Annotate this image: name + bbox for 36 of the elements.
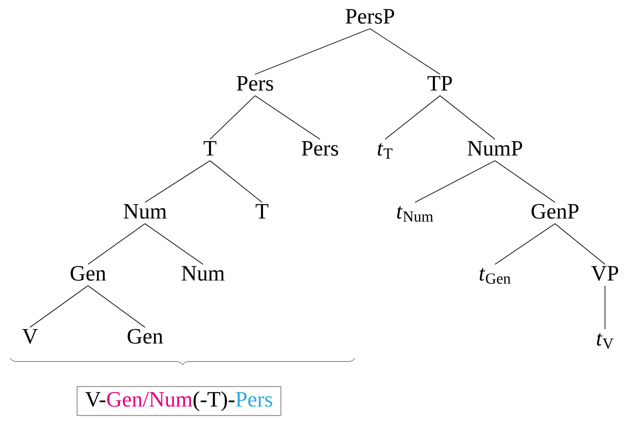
tree-label: Num [182,266,225,281]
branch-line [254,95,320,140]
tree-label: t$_{V}$ [596,333,614,349]
tree-label: Pers [236,76,274,91]
tree-label: Num [124,204,167,219]
tree-label: T [256,204,268,218]
tree-label: V [22,329,38,344]
branch-line [210,95,256,140]
tree-label: t$_{Num}$ [397,206,434,222]
branch-line [144,160,210,203]
branch-line [604,285,606,330]
branch-line [144,223,204,265]
branch-line [88,223,146,265]
branch-line [254,28,370,75]
tree-label: Gen [128,329,163,344]
tree-label: Pers [302,141,338,156]
branch-line [494,223,556,265]
tree-label: PersP [346,9,394,24]
branch-line [494,160,556,203]
tree-label: VP [591,266,618,281]
branch-line [554,223,606,265]
tree-label: GenP [532,204,578,219]
branch-line [210,160,262,203]
result-box: V-Gen/Num(-T)-Pers [76,386,282,416]
branch-line [384,95,440,140]
tree-label: NumP [468,141,522,156]
branch-line [414,160,496,203]
branch-line [440,95,496,140]
tree-label: T [204,141,216,156]
branch-line [30,285,88,328]
branch-line [88,285,146,328]
branch-line [370,28,440,75]
tree-label: t$_{T}$ [378,143,392,159]
tree-label: Gen [70,266,106,281]
tree-label: t$_{Gen}$ [480,268,511,284]
tree-label: TP [428,76,452,90]
